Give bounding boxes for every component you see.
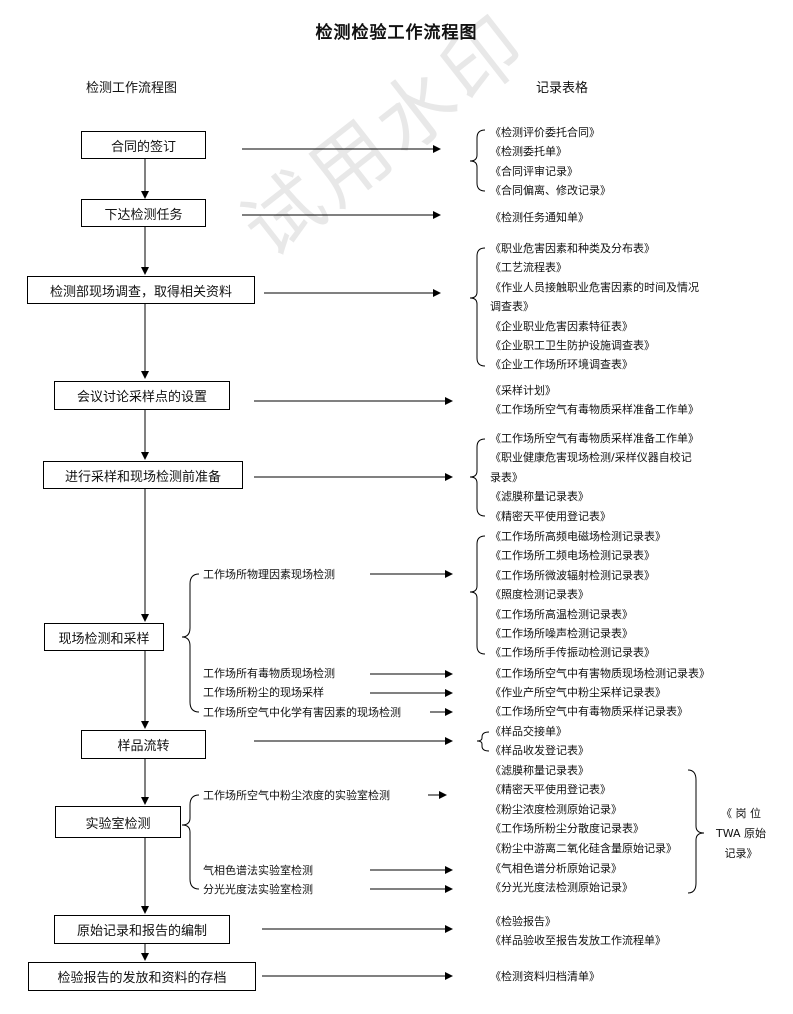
record-item: 《企业工作场所环境调查表》 (490, 358, 633, 372)
step-issue-task: 下达检测任务 (81, 199, 206, 227)
record-item: 《滤膜称量记录表》 (490, 764, 589, 777)
record-item: 《滤膜称量记录表》 (490, 490, 589, 504)
record-item: 调查表》 (490, 300, 534, 314)
record-item: 《工作场所空气中有毒物质采样记录表》 (490, 705, 688, 718)
record-item: 《样品收发登记表》 (490, 744, 589, 758)
records-physical: 《工作场所高频电磁场检测记录表》 《工作场所工频电场检测记录表》 《工作场所微波… (490, 527, 666, 663)
substep-toxic-substances: 工作场所有毒物质现场检测 (203, 667, 335, 680)
step-sample-transfer: 样品流转 (81, 730, 206, 759)
record-item: 《气相色谱分析原始记录》 (490, 862, 622, 875)
record-item: 《检测任务通知单》 (490, 211, 589, 224)
records-contract: 《检测评价委托合同》 《检测委托单》 《合同评审记录》 《合同偏离、修改记录》 (490, 123, 611, 201)
records-spectro: 《分光光度法检测原始记录》 (490, 878, 633, 897)
record-item: 《精密天平使用登记表》 (490, 783, 611, 797)
record-item: 《作业人员接触职业危害因素的时间及情况 (490, 280, 699, 294)
record-item: 《合同偏离、修改记录》 (490, 184, 611, 198)
record-item: 《工作场所高频电磁场检测记录表》 (490, 530, 666, 543)
record-item: 《工作场所空气有毒物质采样准备工作单》 (490, 403, 699, 417)
record-item: 《采样计划》 (490, 384, 556, 397)
records-survey: 《职业危害因素和种类及分布表》 《工艺流程表》 《作业人员接触职业危害因素的时间… (490, 239, 699, 375)
record-item: 《检测评价委托合同》 (490, 126, 600, 139)
records-sample: 《样品交接单》 《样品收发登记表》 (490, 722, 589, 761)
record-item: 《检测资料归档清单》 (490, 970, 600, 983)
record-item: 《合同评审记录》 (490, 164, 578, 178)
record-item: 《精密天平使用登记表》 (490, 509, 611, 523)
substep-dust-sampling: 工作场所粉尘的现场采样 (203, 686, 324, 699)
step-contract-signing: 合同的签订 (81, 131, 206, 159)
records-gc: 《气相色谱分析原始记录》 (490, 859, 622, 878)
record-item: 《工作场所工频电场检测记录表》 (490, 549, 655, 563)
record-item: 《工作场所噪声检测记录表》 (490, 626, 633, 640)
record-item: 《工作场所微波辐射检测记录表》 (490, 568, 655, 582)
record-item: 《样品交接单》 (490, 725, 567, 738)
record-item: 《职业健康危害现场检测/采样仪器自校记 (490, 451, 692, 465)
substep-chemical-factors: 工作场所空气中化学有害因素的现场检测 (203, 706, 401, 719)
substep-physical-factors: 工作场所物理因素现场检测 (203, 568, 335, 581)
records-toxic: 《工作场所空气中有害物质现场检测记录表》 (490, 664, 710, 683)
record-item: 《工作场所空气有毒物质采样准备工作单》 (490, 432, 699, 445)
step-field-testing: 现场检测和采样 (44, 623, 164, 651)
records-archive: 《检测资料归档清单》 (490, 967, 600, 986)
right-column-header: 记录表格 (536, 81, 589, 96)
record-item: 《工作场所高温检测记录表》 (490, 607, 633, 621)
substep-spectrophotometry: 分光光度法实验室检测 (203, 883, 313, 896)
record-item: 《照度检测记录表》 (490, 588, 589, 602)
record-item: 《工艺流程表》 (490, 261, 567, 275)
records-prep: 《工作场所空气有毒物质采样准备工作单》 《职业健康危害现场检测/采样仪器自校记 … (490, 429, 699, 526)
record-item: 《企业职业危害因素特征表》 (490, 319, 633, 333)
record-item: 《粉尘浓度检测原始记录》 (490, 802, 622, 816)
step-site-survey: 检测部现场调查，取得相关资料 (27, 276, 255, 304)
record-item: 《职业危害因素和种类及分布表》 (490, 242, 655, 255)
record-item: 录表》 (490, 470, 523, 484)
records-meeting: 《采样计划》 《工作场所空气有毒物质采样准备工作单》 (490, 381, 699, 420)
substep-lab-dust: 工作场所空气中粉尘浓度的实验室检测 (203, 789, 390, 802)
record-item: 《检验报告》 (490, 915, 556, 928)
records-report: 《检验报告》 《样品验收至报告发放工作流程单》 (490, 912, 666, 951)
step-lab-testing: 实验室检测 (55, 806, 181, 838)
step-report-writing: 原始记录和报告的编制 (54, 915, 230, 944)
record-item: 《检测委托单》 (490, 145, 567, 159)
record-item: 《分光光度法检测原始记录》 (490, 881, 633, 894)
step-report-archive: 检验报告的发放和资料的存档 (28, 962, 256, 991)
records-chem: 《工作场所空气中有毒物质采样记录表》 (490, 702, 688, 721)
record-item: 《工作场所手传振动检测记录表》 (490, 646, 655, 660)
record-item: 《样品验收至报告发放工作流程单》 (490, 934, 666, 948)
page-title: 检测检验工作流程图 (315, 23, 478, 43)
records-dust: 《作业产所空气中粉尘采样记录表》 (490, 683, 666, 702)
step-sampling-meeting: 会议讨论采样点的设置 (54, 381, 230, 410)
record-item: 《工作场所粉尘分散度记录表》 (490, 822, 644, 836)
record-item: 《粉尘中游离二氧化硅含量原始记录》 (490, 841, 677, 855)
substep-gas-chromatography: 气相色谱法实验室检测 (203, 864, 313, 877)
left-column-header: 检测工作流程图 (86, 81, 178, 96)
twa-record-note: 《 岗 位 TWA 原始 记录》 (715, 807, 766, 860)
record-item: 《工作场所空气中有害物质现场检测记录表》 (490, 667, 710, 680)
step-sampling-prep: 进行采样和现场检测前准备 (43, 461, 243, 489)
record-item: 《企业职工卫生防护设施调查表》 (490, 338, 655, 352)
records-lab-dust: 《滤膜称量记录表》 《精密天平使用登记表》 《粉尘浓度检测原始记录》 《工作场所… (490, 761, 677, 858)
records-task: 《检测任务通知单》 (490, 208, 589, 227)
record-item: 《作业产所空气中粉尘采样记录表》 (490, 686, 666, 699)
